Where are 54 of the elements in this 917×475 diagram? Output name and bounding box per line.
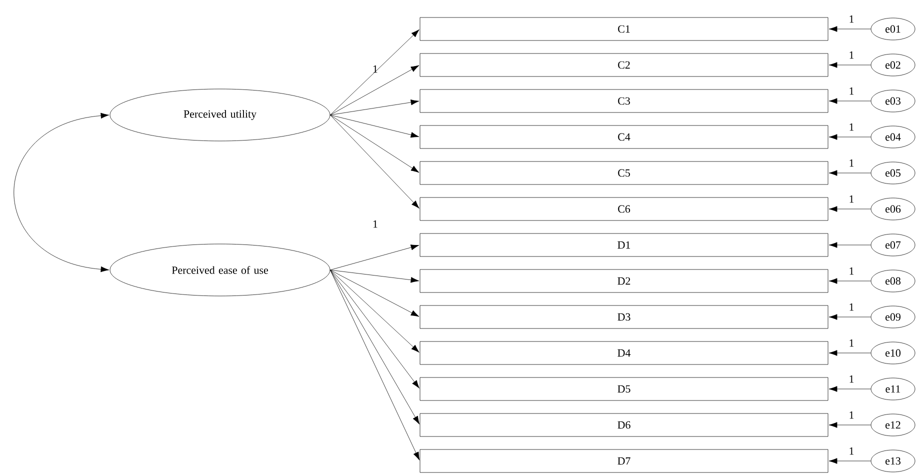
edge-label: 1 xyxy=(850,51,854,59)
arrow xyxy=(828,458,871,464)
arrow xyxy=(828,278,871,284)
arrow xyxy=(330,114,420,138)
observed-box: C3 xyxy=(420,89,828,113)
observed-box: D5 xyxy=(420,377,828,401)
arrow xyxy=(828,62,871,68)
edge-label: 1 xyxy=(850,159,854,167)
arrow xyxy=(828,422,871,428)
edge-label: 1 xyxy=(850,375,854,383)
observed-box: D6 xyxy=(420,413,828,437)
arrow xyxy=(330,270,420,317)
edge-label: 1 xyxy=(850,123,854,131)
arrow xyxy=(330,270,420,424)
arrow xyxy=(330,270,420,388)
arrow xyxy=(330,29,420,116)
arrow xyxy=(330,100,420,116)
arrow xyxy=(828,98,871,104)
observed-box: D1 xyxy=(420,233,828,257)
edge-label: 1 xyxy=(373,220,378,228)
arrow xyxy=(828,242,871,248)
arrow xyxy=(330,270,420,353)
observed-box: C1 xyxy=(420,17,828,41)
arrow xyxy=(330,65,420,116)
observed-box: C4 xyxy=(420,125,828,149)
edge-label: 1 xyxy=(850,195,854,203)
arrow xyxy=(330,244,420,270)
edge-label: 1 xyxy=(850,447,854,455)
edge-label: 1 xyxy=(850,339,854,347)
arrow xyxy=(330,114,420,209)
arrow xyxy=(828,170,871,176)
arrow xyxy=(828,206,871,212)
edge-label: 1 xyxy=(850,87,854,95)
observed-box: D7 xyxy=(420,449,828,473)
edge-label: 1 xyxy=(373,65,378,73)
covariance-arrow xyxy=(14,112,110,272)
observed-box: D2 xyxy=(420,269,828,293)
arrow xyxy=(330,270,420,460)
observed-box: D4 xyxy=(420,341,828,365)
edge-label: 1 xyxy=(850,267,854,275)
arrow xyxy=(828,350,871,356)
arrow xyxy=(828,386,871,392)
edge-label: 1 xyxy=(850,411,854,419)
arrow xyxy=(330,270,420,283)
arrow xyxy=(828,134,871,140)
arrow xyxy=(828,314,871,320)
arrow xyxy=(828,26,871,32)
edge-label: 1 xyxy=(850,15,854,23)
observed-box: C6 xyxy=(420,197,828,221)
edge-label: 1 xyxy=(850,303,854,311)
observed-box: C2 xyxy=(420,53,828,77)
arrow xyxy=(330,114,420,173)
observed-box: C5 xyxy=(420,161,828,185)
observed-box: D3 xyxy=(420,305,828,329)
